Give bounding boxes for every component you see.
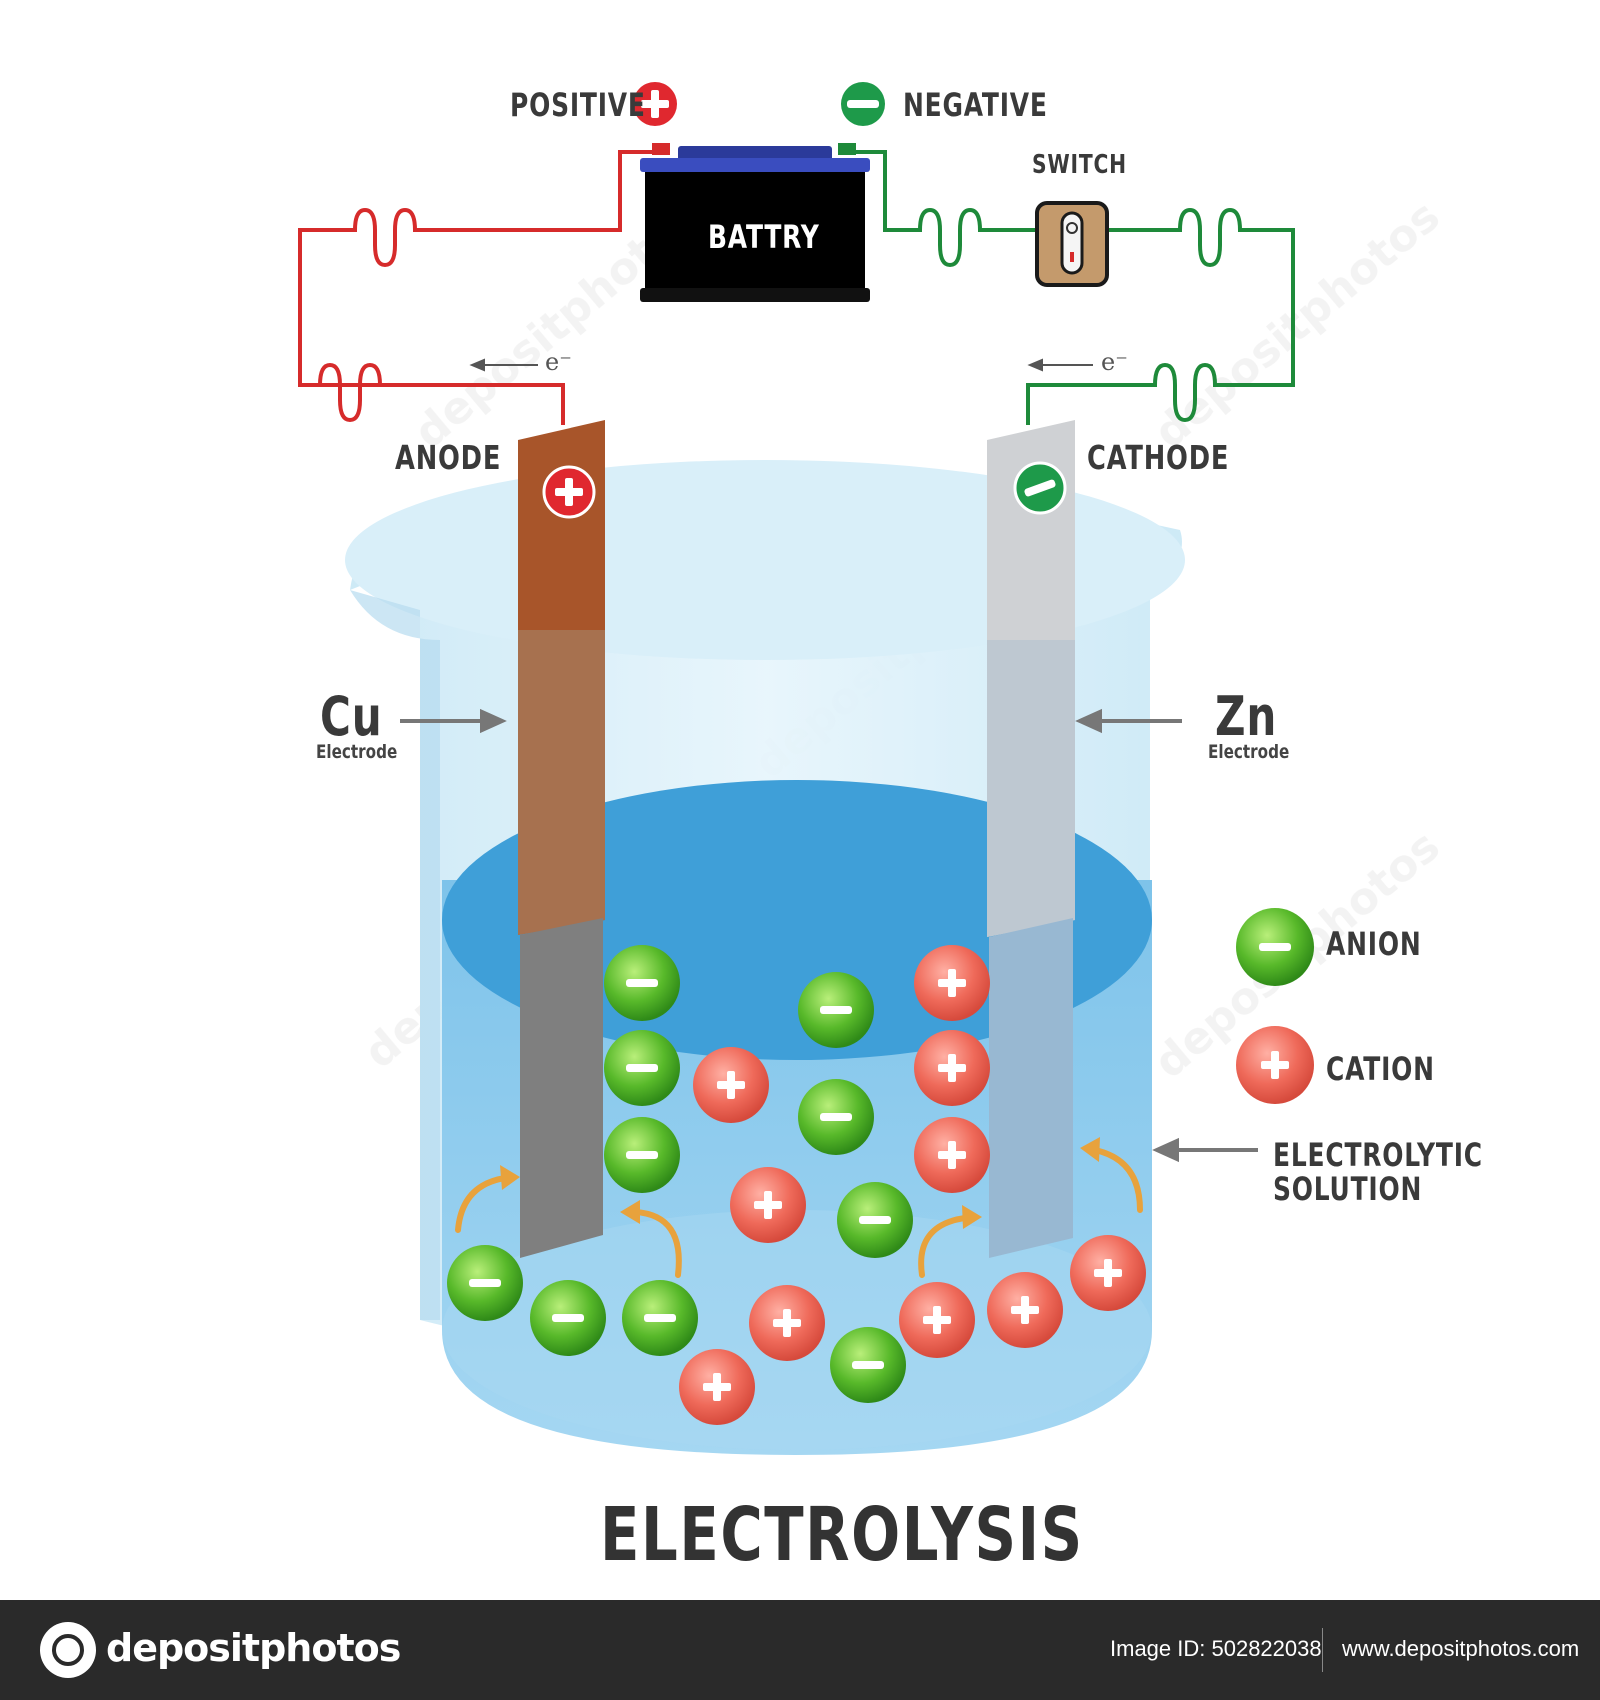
footer-divider [1322,1628,1323,1672]
anion-ion [798,972,874,1048]
zn-pointer-arrow [1075,708,1182,734]
positive-wire [298,150,660,425]
footer-image-id: Image ID: 502822038 [1110,1636,1322,1661]
camera-logo-icon [40,1622,96,1678]
cation-ion [749,1285,825,1361]
cathode-minus-icon [1013,461,1067,515]
footer-bar: depositphotos Image ID: 502822038 www.de… [0,1600,1600,1700]
cu-element-label: Cu [320,685,383,748]
legend-cation-icon [1236,1026,1314,1104]
plus-icon [633,82,677,126]
anion-ion [837,1182,913,1258]
anion-ion [530,1280,606,1356]
cation-ion [1070,1235,1146,1311]
anode-label: ANODE [395,438,502,477]
minus-icon [841,82,885,126]
cation-ion [730,1167,806,1243]
cathode-electrode [987,420,1075,1258]
cation-ion [914,945,990,1021]
switch-icon[interactable] [1035,201,1109,287]
cathode-electron-label: e⁻ [1101,348,1128,376]
ions [447,945,1146,1425]
cation-ion [914,1117,990,1193]
switch-label: SWITCH [1032,150,1127,180]
negative-wire [845,150,1295,425]
battery [640,143,870,302]
cation-ion [987,1272,1063,1348]
cathode-label: CATHODE [1087,438,1230,477]
positive-label: POSITIVE [510,86,646,124]
solution-pointer-arrow [1152,1137,1258,1163]
page-title: ELECTROLYSIS [600,1492,1084,1578]
anode-plus-icon [542,465,596,519]
electron-flow-arrow-right [1027,358,1093,372]
solution-label-line2: SOLUTION [1273,1170,1423,1208]
cation-ion [914,1030,990,1106]
legend-anion-label: ANION [1326,925,1422,963]
zn-electrode-sublabel: Electrode [1208,741,1290,763]
anion-ion [830,1327,906,1403]
negative-label: NEGATIVE [903,86,1048,124]
anion-ion [604,1030,680,1106]
anion-ion [622,1280,698,1356]
battery-label: BATTRY [708,218,820,256]
curved-arrow-heads [500,1137,1100,1229]
cu-electrode-sublabel: Electrode [316,741,398,763]
anion-ion [604,1117,680,1193]
zn-element-label: Zn [1215,685,1278,748]
electron-flow-arrow-left [469,358,538,372]
anion-ion [447,1245,523,1321]
anode-electrode [518,420,605,1258]
footer-url[interactable]: www.depositphotos.com [1342,1636,1580,1661]
anode-electron-label: e⁻ [545,348,572,376]
cation-ion [693,1047,769,1123]
anion-ion [604,945,680,1021]
cu-pointer-arrow [400,708,507,734]
legend-cation-label: CATION [1326,1050,1435,1088]
cation-ion [899,1282,975,1358]
footer-brand[interactable]: depositphotos [106,1626,401,1670]
cation-ion [679,1349,755,1425]
curved-arrow-icon [455,1147,1143,1278]
solution-label-line1: ELECTROLYTIC [1273,1136,1483,1174]
legend-anion-icon [1236,908,1314,986]
anion-ion [798,1079,874,1155]
